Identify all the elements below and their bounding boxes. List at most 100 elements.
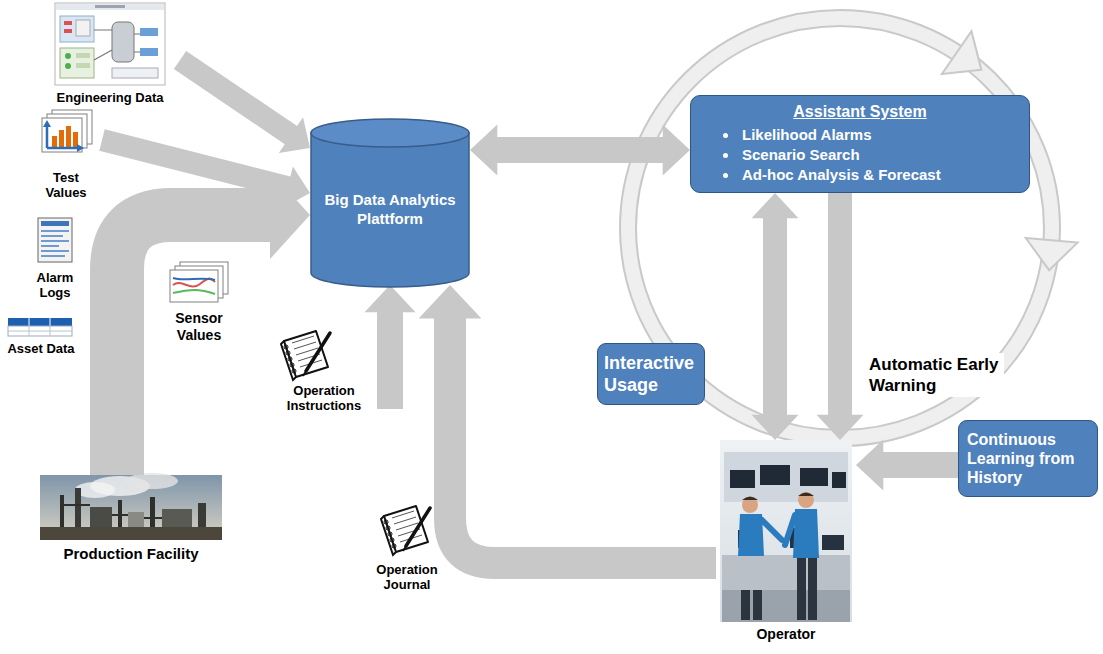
- operator-photo: [742, 497, 758, 501]
- engineering-screenshot: [112, 22, 134, 62]
- data-source: Test Values: [34, 112, 98, 200]
- node-title: Big Data Analytics Plattform: [318, 190, 462, 228]
- connector-arrow: [365, 285, 416, 409]
- arrow-shaft: [763, 217, 787, 416]
- engineering-screenshot: [64, 29, 72, 33]
- chart-icon: [77, 144, 84, 152]
- engineering-screenshot: [55, 3, 165, 85]
- engineering-screenshot: [60, 16, 94, 42]
- notebook-icon: [281, 331, 330, 380]
- engineering-screenshot: [64, 21, 72, 25]
- engineering-screenshot: [65, 53, 71, 59]
- node-title: Assistant System: [703, 101, 1017, 122]
- table-icon: [8, 318, 72, 336]
- bullet-dot: [723, 173, 728, 178]
- bullet-row: Likelihood Alarms: [703, 125, 1017, 145]
- edge-label: Automatic Early Warning: [866, 353, 1004, 397]
- chart-icon: [42, 110, 92, 152]
- sensor-icon: [170, 262, 228, 302]
- arrow-shaft: [377, 311, 403, 409]
- engineering-screenshot: [76, 53, 90, 58]
- arrow-shaft: [450, 318, 716, 563]
- icon-caption: Asset Data: [0, 341, 82, 356]
- arrow-head: [663, 125, 690, 176]
- arrow-head: [365, 285, 416, 312]
- bullet-row: Scenario Search: [703, 145, 1017, 165]
- node-title: Interactive Usage: [604, 352, 698, 396]
- log-icon: [41, 235, 63, 237]
- table-icon: [8, 318, 72, 326]
- connector-arrow: [752, 193, 799, 440]
- operator-photo: [797, 558, 806, 620]
- operator-photo: [785, 515, 795, 545]
- chart-icon: [52, 136, 57, 147]
- table-icon: [29, 318, 50, 326]
- arrow-head: [470, 125, 497, 176]
- log-icon: [38, 218, 72, 262]
- bullet-text: Scenario Search: [742, 145, 860, 165]
- chart-icon: [43, 120, 51, 127]
- operator-photo: [724, 452, 848, 502]
- log-icon: [41, 255, 65, 257]
- arrow-shaft: [180, 60, 292, 136]
- chart-icon: [47, 125, 79, 148]
- operator-photo: [741, 590, 750, 620]
- facility-photo: [128, 512, 144, 527]
- arrow-shaft: [882, 452, 958, 478]
- icon-caption: Sensor Values: [164, 310, 234, 344]
- connector-arrow: [856, 440, 958, 491]
- facility-photo: [126, 473, 178, 489]
- facility-photo: [60, 495, 64, 527]
- arrow-head: [752, 193, 799, 218]
- connector-arrow: [117, 171, 310, 475]
- cylinder-top: [311, 119, 469, 147]
- table-icon: [8, 326, 72, 336]
- bullet-row: Ad-hoc Analysis & Forecast: [703, 165, 1017, 185]
- operator-photo: [832, 472, 846, 488]
- node-title: Operation Instructions: [274, 383, 374, 413]
- table-icon: [8, 326, 72, 336]
- operator-photo: [822, 535, 844, 550]
- log-icon: [41, 250, 69, 252]
- operator-photo: [760, 465, 790, 485]
- operator-photo: [720, 440, 852, 622]
- engineering-screenshot: [140, 28, 158, 36]
- arrow-head: [279, 117, 310, 153]
- facility-photo: [64, 505, 162, 518]
- log-icon: [41, 240, 69, 242]
- operator-photo: [730, 470, 755, 488]
- notebook-icon: [381, 506, 430, 555]
- bullet-dot: [723, 153, 728, 158]
- arrow-shaft: [117, 215, 271, 475]
- operator-photo: [753, 590, 762, 620]
- log-icon: [41, 230, 69, 232]
- operator-photo: [762, 520, 782, 540]
- connector-arrow: [180, 60, 310, 153]
- operator-photo: [722, 590, 850, 622]
- facility-photo: [162, 509, 192, 527]
- facility-photo: [40, 473, 222, 540]
- engineering-screenshot: [56, 4, 164, 10]
- bullet-text: Likelihood Alarms: [742, 125, 871, 145]
- operator-photo: [720, 440, 852, 622]
- node-title: Production Facility: [40, 545, 222, 563]
- engineering-screenshot: [112, 68, 158, 78]
- learning-box: Continuous Learning from History: [958, 420, 1098, 497]
- operator-photo: [808, 558, 817, 620]
- node-title: Continuous Learning from History: [967, 430, 1089, 487]
- bullet-dot: [723, 133, 728, 138]
- engineering-screenshot: [95, 5, 125, 8]
- engineering-screenshot: [65, 63, 71, 69]
- facility-photo: [150, 497, 155, 527]
- arrow-head: [817, 415, 864, 440]
- document-source: Operation Instructions: [274, 325, 374, 413]
- cylinder-body: [311, 133, 469, 287]
- engineering-screenshot: [76, 63, 90, 68]
- chart-icon: [66, 126, 71, 147]
- engineering-screenshot: [140, 48, 158, 56]
- sensor-icon: [173, 279, 215, 287]
- operator-photo: [798, 493, 814, 497]
- operator-photo: [722, 555, 850, 590]
- database-cylinder: Big Data Analytics Plattform: [310, 118, 470, 288]
